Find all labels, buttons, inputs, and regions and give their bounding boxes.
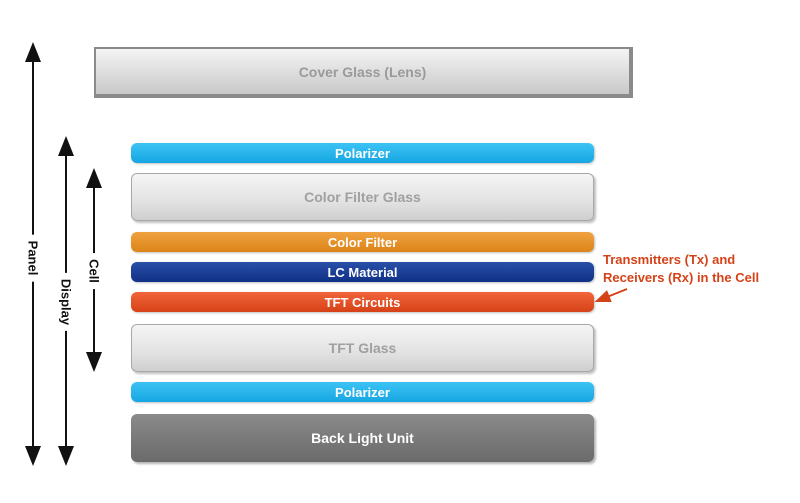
lc-material-layer: LC Material xyxy=(131,262,594,282)
display-label: Display xyxy=(58,272,74,332)
back-light-unit-label: Back Light Unit xyxy=(311,430,414,446)
polarizer-top-layer: Polarizer xyxy=(131,143,594,163)
polarizer-top-label: Polarizer xyxy=(335,145,390,161)
cover-glass-label: Cover Glass (Lens) xyxy=(298,63,427,80)
polarizer-bottom-layer: Polarizer xyxy=(131,382,594,402)
annotation-line-2: Receivers (Rx) in the Cell xyxy=(603,270,760,285)
panel-label: Panel xyxy=(25,234,41,282)
tft-glass-label: TFT Glass xyxy=(328,340,397,356)
lc-material-label: LC Material xyxy=(327,264,398,280)
cell-label: Cell xyxy=(86,253,102,289)
color-filter-label: Color Filter xyxy=(327,234,398,250)
color-filter-glass-layer: Color Filter Glass xyxy=(131,173,594,221)
color-filter-layer: Color Filter xyxy=(131,232,594,252)
back-light-unit-layer: Back Light Unit xyxy=(131,414,594,462)
polarizer-bottom-label: Polarizer xyxy=(335,384,390,400)
cover-glass-layer: Cover Glass (Lens) xyxy=(94,47,633,98)
tx-rx-annotation: Transmitters (Tx) and Receivers (Rx) in … xyxy=(603,251,759,287)
color-filter-glass-label: Color Filter Glass xyxy=(304,189,421,205)
annotation-line-1: Transmitters (Tx) and xyxy=(603,252,736,267)
tft-circuits-label: TFT Circuits xyxy=(324,294,401,310)
tft-circuits-layer: TFT Circuits xyxy=(131,292,594,312)
tft-glass-layer: TFT Glass xyxy=(131,324,594,372)
annotation-arrow xyxy=(594,288,628,302)
